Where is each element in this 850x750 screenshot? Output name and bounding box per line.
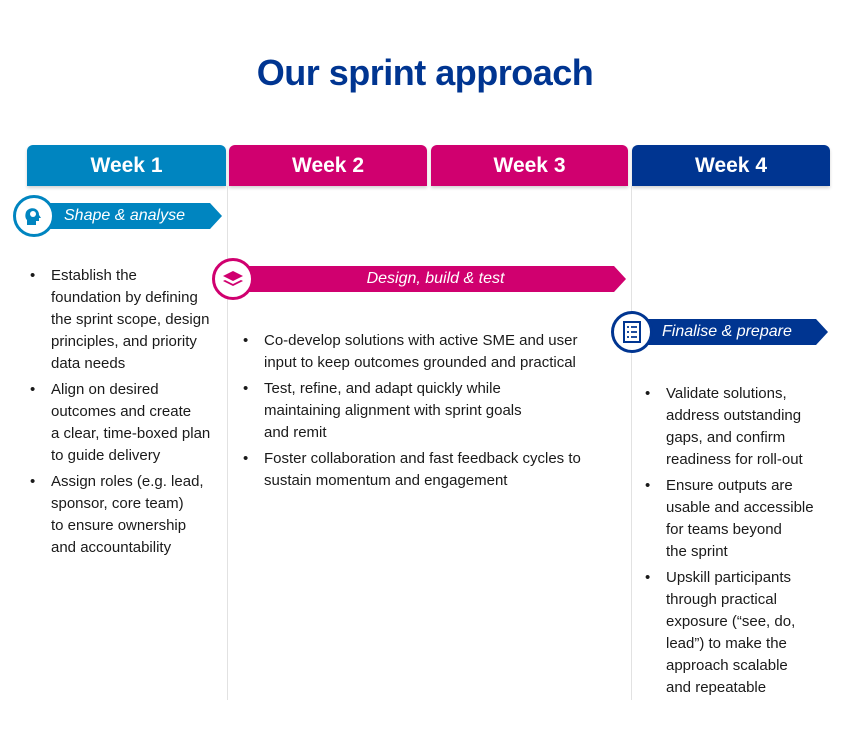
- phase-label: Shape & analyse: [64, 207, 185, 224]
- list-item: Upskill participants through practical e…: [645, 567, 845, 699]
- week-3-header: Week 3: [431, 145, 628, 186]
- list-item: Establish the foundation by defining the…: [30, 265, 230, 375]
- week-4-header: Week 4: [632, 145, 830, 186]
- page-title: Our sprint approach: [256, 52, 594, 93]
- design-bullet-list: Co-develop solutions with active SME and…: [243, 330, 623, 496]
- list-item: Foster collaboration and fast feedback c…: [243, 448, 623, 492]
- phase-label: Design, build & test: [366, 270, 505, 287]
- list-item: Validate solutions, address outstanding …: [645, 383, 845, 471]
- week-1-header: Week 1: [27, 145, 226, 186]
- phase-banner-finalise: Finalise & prepare: [640, 319, 828, 345]
- head-lightbulb-icon: [13, 195, 55, 237]
- week-2-header: Week 2: [229, 145, 427, 186]
- phase-banner-shape: Shape & analyse: [40, 203, 222, 229]
- list-item: Test, refine, and adapt quickly while ma…: [243, 378, 623, 444]
- finalise-bullet-list: Validate solutions, address outstanding …: [645, 383, 845, 703]
- phase-banner-design: Design, build & test: [245, 266, 626, 292]
- list-item: Ensure outputs are usable and accessible…: [645, 475, 845, 563]
- list-item: Align on desired outcomes and create a c…: [30, 379, 230, 467]
- phase-label: Finalise & prepare: [662, 323, 792, 340]
- list-item: Assign roles (e.g. lead, sponsor, core t…: [30, 471, 230, 559]
- shape-bullet-list: Establish the foundation by defining the…: [30, 265, 230, 563]
- column-divider: [631, 186, 632, 700]
- list-item: Co-develop solutions with active SME and…: [243, 330, 623, 374]
